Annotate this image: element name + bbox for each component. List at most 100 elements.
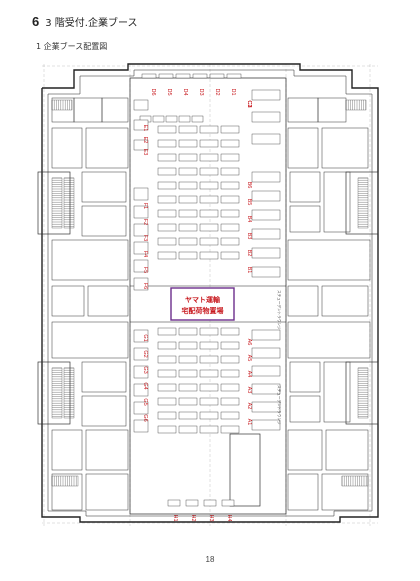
room [81, 205, 127, 237]
booth-table [133, 329, 149, 343]
booth-label-f: F5 [142, 267, 148, 273]
room [51, 127, 83, 169]
booth-label-e: E3 [142, 149, 148, 156]
seat-table [157, 209, 177, 218]
booth-label-b: B1 [246, 267, 252, 274]
room [287, 127, 319, 169]
section-number: 6 [32, 14, 40, 29]
booth-table [251, 190, 281, 202]
booth-label-h: H1 [172, 514, 178, 521]
room [51, 239, 129, 281]
sub-heading: 1 企業ブース配置図 [36, 42, 108, 51]
booth-table [251, 247, 281, 259]
stair-outline [51, 177, 63, 229]
booth-table [251, 171, 281, 183]
booth-table [251, 383, 281, 395]
lobby-label-lower: スチューデントラウンジ [277, 385, 282, 425]
booth-label-c: C3 [246, 100, 252, 107]
room [287, 239, 371, 281]
outer-wall [41, 63, 379, 523]
booth-label-f: F3 [142, 235, 148, 241]
booth-table [251, 266, 281, 278]
rooms [37, 97, 379, 511]
side-bay [37, 361, 71, 425]
stair-outline [51, 99, 73, 111]
room [287, 473, 319, 511]
room [323, 171, 351, 233]
seat-table [199, 195, 219, 204]
room [81, 171, 127, 203]
booth-table [133, 187, 149, 201]
booth-label-f: F4 [142, 251, 148, 257]
seat-table [220, 181, 240, 190]
booth-table [251, 209, 281, 221]
seat-table [199, 369, 219, 378]
booth-table [251, 401, 281, 413]
booth-label-d: D3 [198, 88, 204, 95]
seat-table [178, 139, 198, 148]
cargo-area-frame [170, 287, 235, 321]
booth-label-e: E2 [142, 137, 148, 144]
booth-label-g: G6 [142, 414, 148, 421]
stairs [51, 99, 369, 487]
seat-table [220, 369, 240, 378]
seat-table [178, 125, 198, 134]
room [325, 429, 369, 471]
seat-table [220, 153, 240, 162]
room [85, 473, 129, 511]
booth-label-a: A4 [246, 371, 252, 378]
room [287, 285, 319, 317]
booth-label-f: F2 [142, 219, 148, 225]
booth-table [133, 241, 149, 255]
cargo-label-line1: ヤマト運輸 [185, 295, 221, 304]
stair-outline [357, 367, 369, 419]
booth-label-b: B6 [246, 182, 252, 189]
stair-outline [51, 367, 63, 419]
booth-table [152, 115, 165, 123]
booth-label-a: A1 [246, 419, 252, 426]
seat-table [157, 397, 177, 406]
central-hall [129, 77, 287, 515]
seat-table [220, 341, 240, 350]
room [317, 97, 347, 123]
seat-table [178, 383, 198, 392]
seat-table [178, 327, 198, 336]
seat-table [178, 425, 198, 434]
booth-table [251, 419, 281, 431]
seat-table [220, 411, 240, 420]
section-heading: 6 3 階受付.企業ブース [32, 14, 137, 29]
seat-table [220, 425, 240, 434]
booth-label-e: E1 [142, 125, 148, 132]
seat-table [199, 237, 219, 246]
booth-label-a: A2 [246, 403, 252, 410]
room [323, 361, 351, 423]
booth-table [133, 119, 149, 131]
side-bay [345, 171, 379, 235]
seat-table [157, 383, 177, 392]
seat-table [157, 411, 177, 420]
seat-table [220, 327, 240, 336]
booth-label-f: F1 [142, 203, 148, 209]
seat-table [178, 195, 198, 204]
booth-table [185, 499, 199, 507]
seat-table [157, 237, 177, 246]
booth-table [226, 73, 242, 79]
stair-outline [345, 99, 367, 111]
stair-outline [63, 367, 75, 419]
booth-label-d: D1 [230, 88, 236, 95]
booth-label-c: C1 [246, 100, 252, 107]
room [85, 429, 129, 471]
booth-label-g: G1 [142, 334, 148, 341]
seat-table [178, 411, 198, 420]
room [51, 429, 83, 471]
seat-table [157, 181, 177, 190]
seat-table [157, 195, 177, 204]
room [51, 285, 85, 317]
seat-table [220, 209, 240, 218]
side-bay [345, 361, 379, 425]
booth-label-h: H2 [190, 514, 196, 521]
booth-table [192, 73, 208, 79]
utility-room [229, 433, 261, 507]
booth-label-b: B2 [246, 250, 252, 257]
room [289, 205, 321, 233]
